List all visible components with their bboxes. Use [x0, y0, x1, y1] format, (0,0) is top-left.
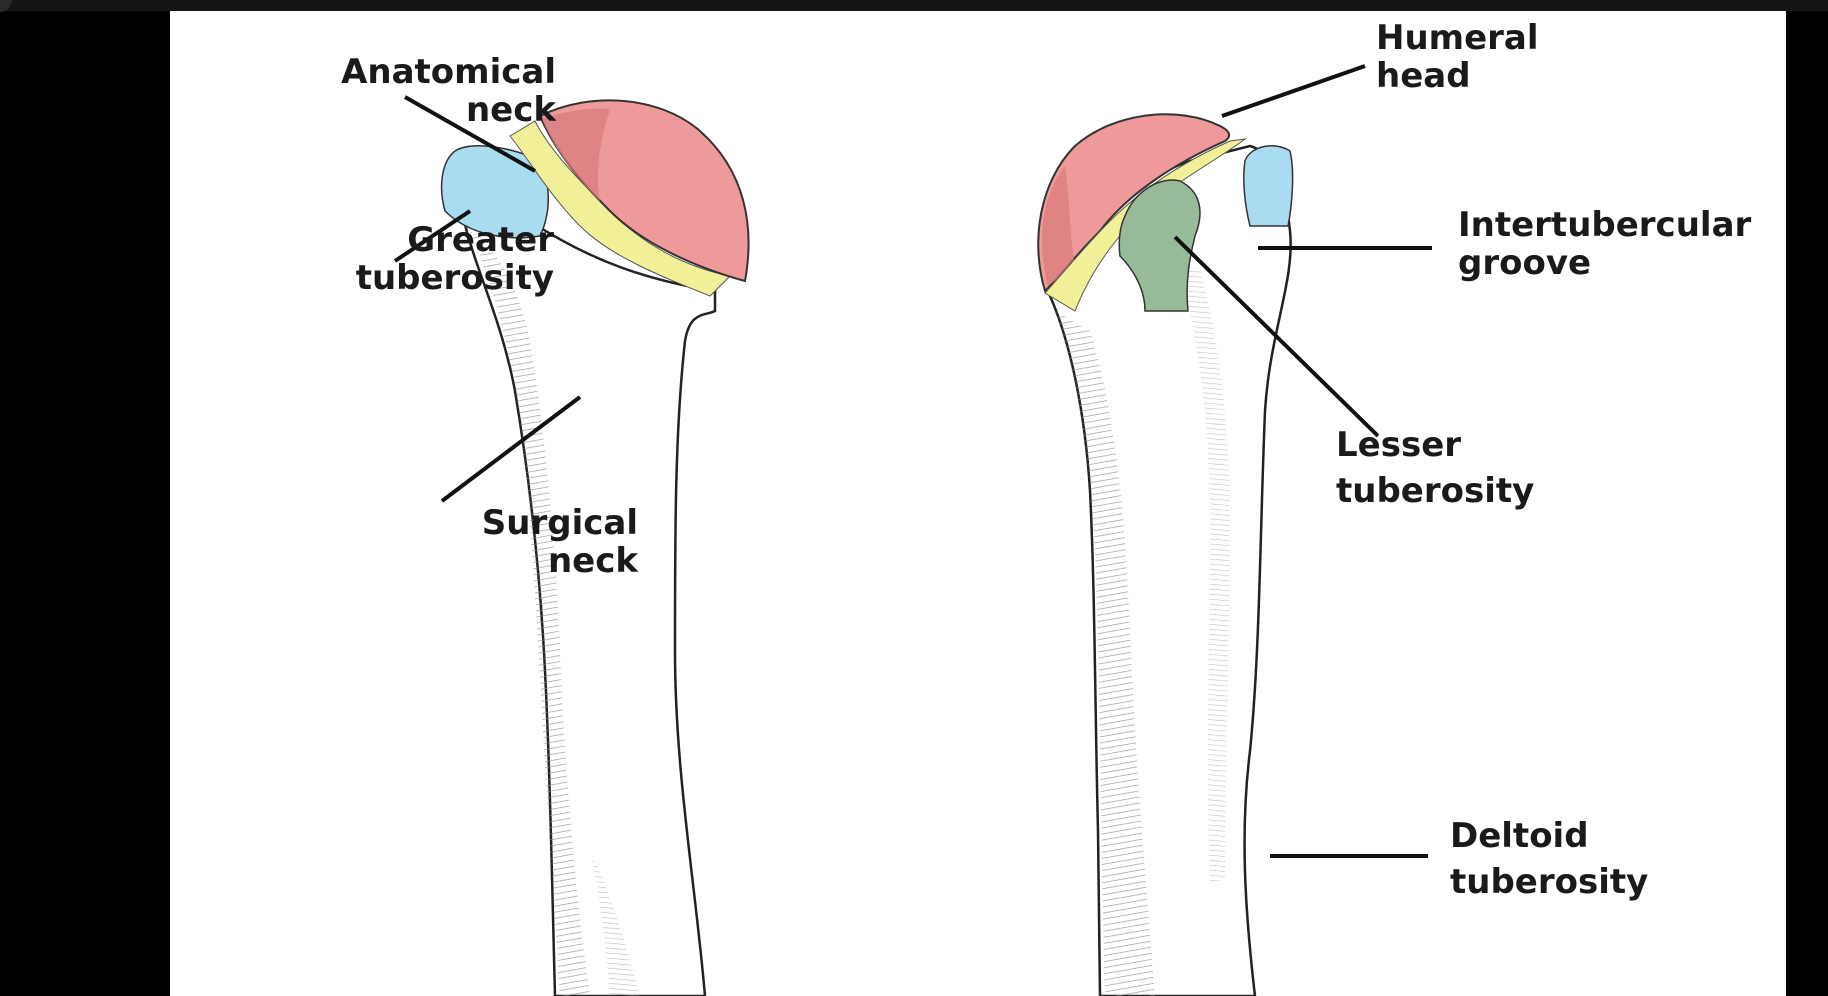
label-lesser-tuberosity: Lesser tuberosity [1336, 423, 1534, 515]
left-greater-tuberosity [440, 145, 549, 239]
right-humerus [1037, 113, 1294, 996]
right-shaft-shading [1055, 311, 1155, 996]
label-humeral-head-line2: head [1376, 56, 1471, 97]
label-anatomical-neck-line2: neck [465, 90, 556, 131]
label-surgical-neck: Surgical neck [482, 504, 638, 580]
label-surgical-neck-line2: neck [547, 541, 638, 582]
label-intertubercular-groove: Intertubercular groove [1458, 206, 1751, 282]
label-deltoid-tuberosity-line2: tuberosity [1450, 861, 1649, 902]
left-shaft-shading-lower [590, 851, 640, 996]
label-deltoid-tuberosity-line1: Deltoid [1450, 816, 1589, 856]
label-greater-tuberosity-line2: tuberosity [355, 258, 554, 299]
right-lesser-tuberosity [1118, 179, 1201, 312]
leader-surgical-neck [440, 395, 582, 503]
right-shaft-shading-mid [1180, 271, 1230, 881]
label-intertubercular-groove-line2: groove [1458, 243, 1592, 284]
leader-humeral-head [1221, 64, 1366, 118]
right-head-shading [1041, 166, 1075, 286]
label-humeral-head-line1: Humeral [1376, 18, 1539, 58]
label-anatomical-neck-line1: Anatomical [341, 52, 556, 92]
leader-lines [393, 64, 1432, 858]
label-lesser-tuberosity-line2: tuberosity [1336, 470, 1535, 511]
left-shaft-shading [470, 231, 590, 996]
label-deltoid-tuberosity: Deltoid tuberosity [1450, 814, 1648, 906]
left-humerus-shaft [458, 199, 717, 996]
left-head-shading [542, 108, 610, 201]
label-anatomical-neck: Anatomical neck [341, 53, 556, 129]
label-greater-tuberosity: Greater tuberosity [356, 221, 554, 297]
humerus-illustration [393, 64, 1432, 996]
left-humerus [440, 99, 750, 996]
label-humeral-head: Humeral head [1376, 19, 1539, 95]
label-intertubercular-groove-line1: Intertubercular [1458, 205, 1752, 245]
top-border-strip [0, 0, 1828, 11]
leader-lesser-tuberosity [1173, 235, 1380, 438]
label-lesser-tuberosity-line1: Lesser [1336, 425, 1462, 465]
left-anatomical-neck-band [509, 120, 732, 297]
label-greater-tuberosity-line1: Greater [407, 220, 554, 260]
diagram-canvas: Anatomical neck Greater tuberosity Surgi… [170, 11, 1786, 996]
leader-anatomical-neck [404, 95, 536, 173]
label-surgical-neck-line1: Surgical [481, 503, 638, 543]
right-greater-tuberosity [1243, 145, 1294, 227]
leader-greater-tuberosity [393, 209, 472, 263]
